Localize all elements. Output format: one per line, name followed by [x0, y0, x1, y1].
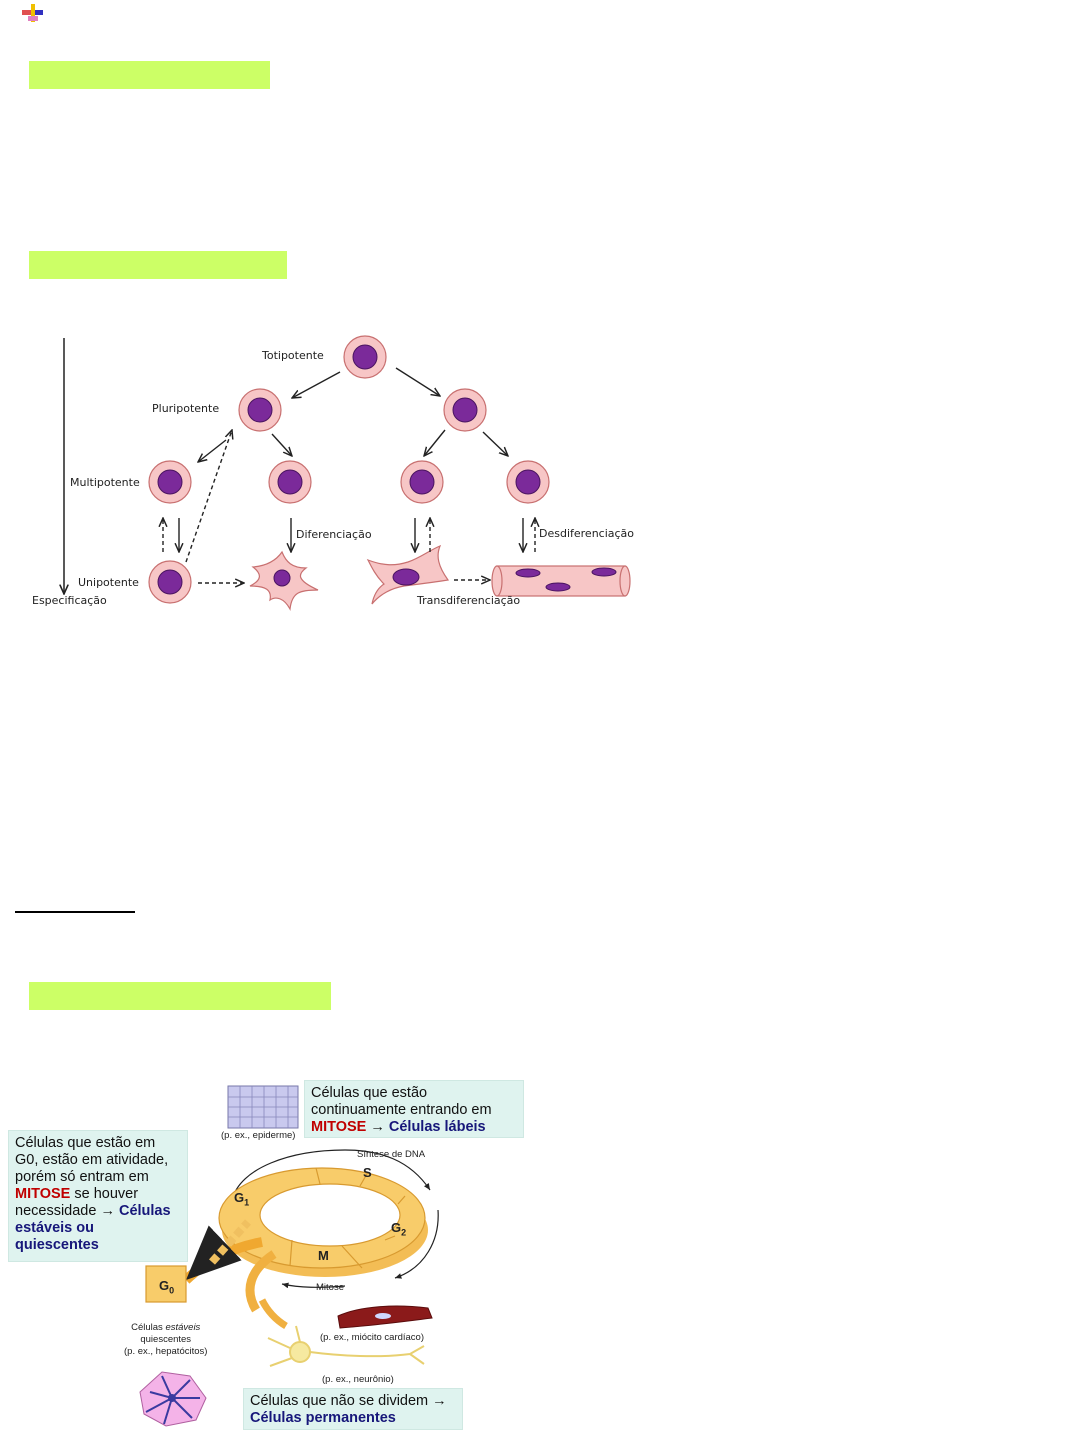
lineage-arrows: [163, 367, 535, 583]
cell-pluripotent-left: [238, 388, 282, 432]
cardiac-myocyte: [337, 1305, 433, 1329]
label-m: M: [318, 1248, 329, 1263]
label-epiderme: (p. ex., epiderme): [221, 1130, 296, 1141]
label-miocito: (p. ex., miócito cardíaco): [320, 1332, 425, 1343]
heading-highlight-2: [29, 251, 287, 279]
stem-cells: [148, 335, 550, 604]
cell-multipotent-1: [148, 460, 192, 504]
hepatocytes: [139, 1371, 207, 1427]
cell-totipotent: [343, 335, 387, 379]
cell-multipotent-2: [268, 460, 312, 504]
label-neuronio: (p. ex., neurônio): [322, 1374, 394, 1385]
label-unipotente: Unipotente: [78, 576, 139, 589]
differentiated-star-cell: [249, 550, 319, 611]
label-transdiferenciacao: Transdiferenciação: [417, 594, 521, 607]
muscle-fiber-cell: [491, 565, 631, 597]
heading-highlight-3: [29, 982, 331, 1010]
cell-multipotent-4: [506, 460, 550, 504]
cycle-orbit-arrows: [231, 1149, 439, 1289]
g0-box: [145, 1265, 187, 1303]
callout-labile-cells: Células que estão continuamente entrando…: [304, 1080, 524, 1138]
label-totipotente: Totipotente: [262, 349, 324, 362]
exit-arrow: [245, 1250, 288, 1330]
label-sintese: Síntese de DNA: [357, 1149, 426, 1160]
stem-cell-diagram: [0, 335, 631, 611]
callout-stable-cells: Células que estão em G0, estão em ativid…: [8, 1130, 188, 1262]
label-s: S: [363, 1165, 372, 1180]
label-diferenciacao: Diferenciação: [296, 528, 372, 541]
cell-cycle-diagram: [139, 1085, 439, 1427]
label-desdiferenciacao: Desdiferenciação: [539, 527, 635, 540]
label-g1: G1: [234, 1190, 250, 1208]
label-g2: G2: [391, 1220, 407, 1238]
cell-multipotent-3: [400, 460, 444, 504]
neuron: [267, 1325, 425, 1367]
label-g0: G0: [159, 1278, 175, 1296]
bullet-icon: [22, 4, 43, 22]
label-pluripotente: Pluripotente: [152, 402, 220, 415]
label-mitose-arrow: Mitose: [316, 1282, 344, 1293]
label-multipotente: Multipotente: [70, 476, 140, 489]
cell-unipotent: [148, 560, 192, 604]
differentiated-fibroblast-cell: [366, 544, 450, 605]
epidermis-tissue: [227, 1085, 299, 1129]
g0-arrow: [182, 1219, 263, 1284]
label-especificacao: Especificação: [32, 594, 107, 607]
heading-highlight-1: [29, 61, 270, 89]
callout-permanent-cells: Células que não se dividem → Células per…: [243, 1388, 463, 1430]
label-quiescentes: Células estáveis quiescentes (p. ex., he…: [124, 1322, 208, 1357]
cell-pluripotent-right: [443, 388, 487, 432]
underlined-blank: [15, 911, 135, 913]
